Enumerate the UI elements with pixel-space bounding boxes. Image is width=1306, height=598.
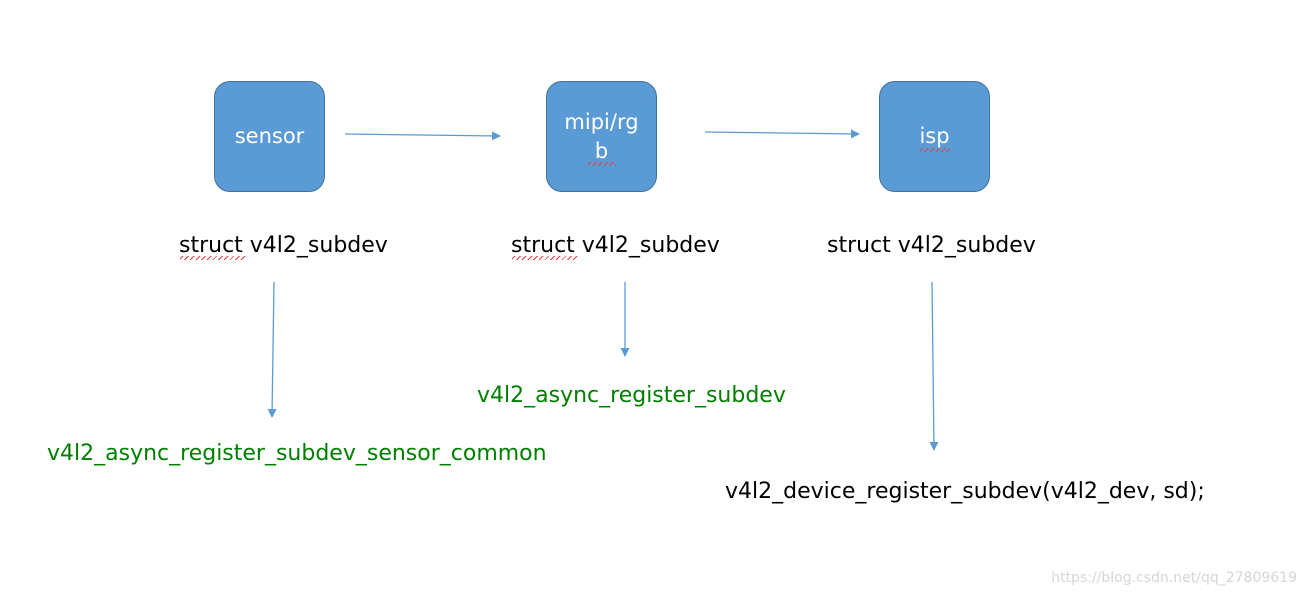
mipi-rgb-node: mipi/rgb	[546, 81, 657, 192]
mipi-struct-label: struct v4l2_subdev	[511, 233, 720, 258]
spellcheck-underline	[920, 148, 950, 152]
spellcheck-underline	[180, 256, 246, 260]
sensor-struct-label: struct v4l2_subdev	[179, 233, 388, 258]
arrow-sensor-to-mipi	[344, 131, 501, 141]
watermark: https://blog.csdn.net/qq_27809619	[1051, 570, 1297, 586]
isp-struct-label: struct v4l2_subdev	[827, 233, 1036, 258]
isp-register-call: v4l2_device_register_subdev(v4l2_dev, sd…	[725, 479, 1205, 504]
mipi-register-call: v4l2_async_register_subdev	[477, 383, 786, 408]
isp-node: isp	[879, 81, 990, 192]
mipi-rgb-node-label: mipi/rgb	[564, 109, 639, 163]
arrow-isp-struct-down	[929, 281, 939, 451]
spellcheck-underline	[512, 256, 578, 260]
arrow-sensor-struct-down	[267, 281, 277, 418]
sensor-node: sensor	[214, 81, 325, 192]
isp-node-label: isp	[919, 124, 950, 148]
sensor-node-label: sensor	[234, 124, 305, 148]
sensor-register-call: v4l2_async_register_subdev_sensor_common	[47, 441, 547, 466]
arrow-mipi-to-isp	[704, 129, 860, 139]
spellcheck-underline	[588, 162, 616, 166]
